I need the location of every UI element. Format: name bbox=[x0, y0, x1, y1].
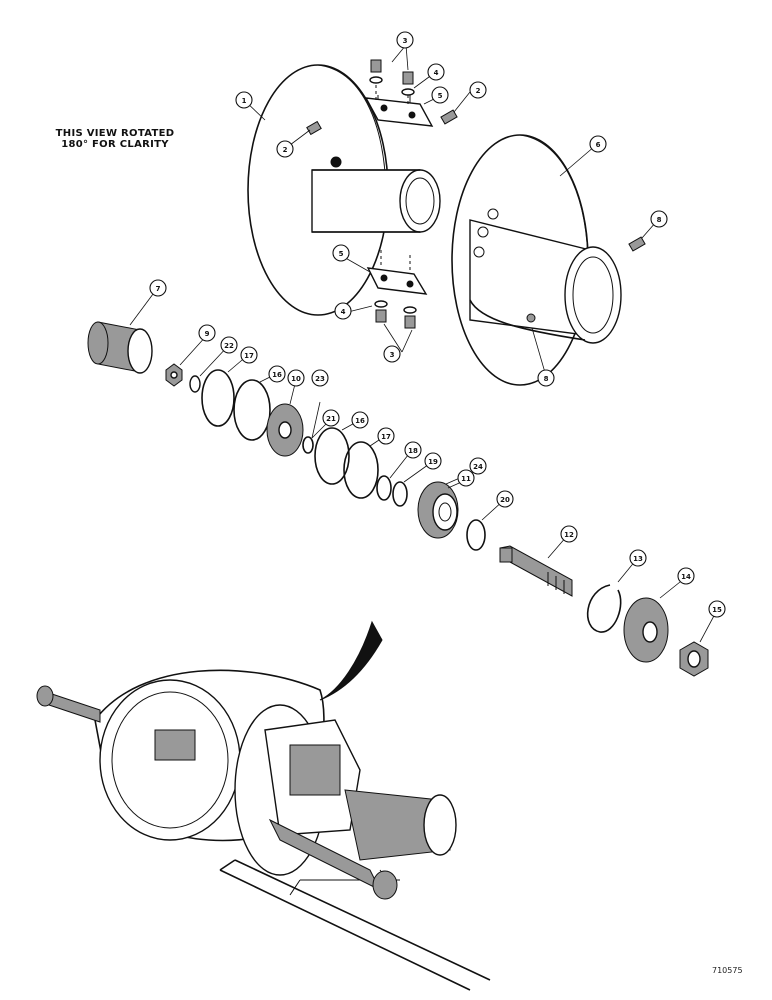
o-ring-17b bbox=[343, 441, 379, 499]
washer-14 bbox=[623, 597, 669, 663]
cylinder-11 bbox=[417, 481, 459, 539]
svg-text:9: 9 bbox=[205, 330, 210, 338]
key-plate-lower bbox=[366, 267, 428, 295]
svg-text:3: 3 bbox=[390, 351, 395, 359]
callout-5-bottom: 5 bbox=[332, 244, 350, 262]
callout-19: 19 bbox=[424, 452, 442, 470]
callout-17-b: 17 bbox=[377, 427, 395, 445]
o-ring-17a bbox=[201, 369, 235, 427]
svg-text:24: 24 bbox=[473, 463, 483, 471]
svg-text:16: 16 bbox=[355, 417, 365, 425]
grease-fitting-8 bbox=[628, 236, 646, 252]
svg-text:23: 23 bbox=[315, 375, 325, 383]
callout-5-top: 5 bbox=[431, 86, 449, 104]
svg-text:22: 22 bbox=[224, 342, 234, 350]
callout-4-bottom: 4 bbox=[334, 302, 352, 320]
svg-text:10: 10 bbox=[291, 375, 301, 383]
o-ring-19 bbox=[392, 481, 408, 507]
svg-text:4: 4 bbox=[341, 308, 346, 316]
svg-text:11: 11 bbox=[461, 475, 471, 483]
callout-23: 23 bbox=[311, 369, 329, 387]
callout-13: 13 bbox=[629, 549, 647, 567]
callout-11: 11 bbox=[457, 469, 475, 487]
callout-18: 18 bbox=[404, 441, 422, 459]
callout-4-top: 4 bbox=[427, 63, 445, 81]
callout-9: 9 bbox=[198, 324, 216, 342]
svg-text:5: 5 bbox=[438, 92, 443, 100]
callout-14: 14 bbox=[677, 567, 695, 585]
set-screw-left bbox=[306, 120, 322, 136]
svg-text:12: 12 bbox=[564, 531, 574, 539]
callout-10: 10 bbox=[287, 369, 305, 387]
nut-15 bbox=[679, 641, 709, 677]
o-ring-21 bbox=[302, 436, 314, 454]
pulley-half-6 bbox=[451, 134, 622, 386]
callout-17-a: 17 bbox=[240, 346, 258, 364]
svg-text:20: 20 bbox=[500, 496, 510, 504]
svg-text:17: 17 bbox=[381, 433, 391, 441]
note-line-1: THIS VIEW ROTATED bbox=[55, 128, 175, 139]
washer-22 bbox=[189, 375, 201, 393]
svg-text:5: 5 bbox=[339, 250, 344, 258]
callout-3-bottom: 3 bbox=[383, 345, 401, 363]
svg-text:17: 17 bbox=[244, 352, 254, 360]
set-screw-right bbox=[440, 109, 458, 125]
svg-text:1: 1 bbox=[242, 97, 247, 105]
svg-text:8: 8 bbox=[544, 375, 549, 383]
view-rotated-note: THIS VIEW ROTATED 180° FOR CLARITY bbox=[40, 128, 190, 150]
svg-text:15: 15 bbox=[712, 606, 722, 614]
svg-text:8: 8 bbox=[657, 216, 662, 224]
svg-text:6: 6 bbox=[596, 141, 601, 149]
snap-ring-13 bbox=[586, 584, 622, 633]
key-plate-upper bbox=[364, 97, 434, 127]
callout-8-fitting: 8 bbox=[650, 210, 668, 228]
svg-text:16: 16 bbox=[272, 371, 282, 379]
o-ring-16a bbox=[233, 379, 271, 441]
svg-text:4: 4 bbox=[434, 69, 439, 77]
svg-text:14: 14 bbox=[681, 573, 691, 581]
svg-text:19: 19 bbox=[428, 458, 438, 466]
callout-1: 1 bbox=[235, 91, 253, 109]
svg-text:13: 13 bbox=[633, 555, 643, 563]
callout-3-top: 3 bbox=[396, 31, 414, 49]
svg-text:18: 18 bbox=[408, 447, 418, 455]
callout-15: 15 bbox=[708, 600, 726, 618]
callout-16-b: 16 bbox=[351, 411, 369, 429]
callout-16-a: 16 bbox=[268, 365, 286, 383]
callout-2-left: 2 bbox=[276, 140, 294, 158]
callout-7: 7 bbox=[149, 279, 167, 297]
leader-lines bbox=[129, 44, 717, 643]
svg-text:2: 2 bbox=[283, 146, 288, 154]
capscrews-top bbox=[369, 59, 415, 96]
callout-21: 21 bbox=[322, 409, 340, 427]
drive-assembly-inset bbox=[36, 620, 491, 991]
callout-12: 12 bbox=[560, 525, 578, 543]
o-ring-16b bbox=[314, 427, 350, 485]
capscrews-bottom bbox=[374, 300, 417, 329]
seal-20 bbox=[466, 519, 486, 551]
bushing-7 bbox=[87, 321, 153, 374]
svg-text:7: 7 bbox=[156, 285, 161, 293]
svg-text:2: 2 bbox=[476, 87, 481, 95]
note-line-2: 180° FOR CLARITY bbox=[61, 139, 169, 150]
callout-20: 20 bbox=[496, 490, 514, 508]
piston-10 bbox=[266, 403, 304, 457]
callout-24: 24 bbox=[469, 457, 487, 475]
pulley-half-1 bbox=[247, 64, 441, 316]
shaft-12 bbox=[499, 545, 573, 597]
figure-number: 710575 bbox=[712, 966, 743, 975]
nut-9 bbox=[165, 363, 183, 387]
callout-6: 6 bbox=[589, 135, 607, 153]
svg-text:21: 21 bbox=[326, 415, 336, 423]
svg-text:3: 3 bbox=[403, 37, 408, 45]
callout-22: 22 bbox=[220, 336, 238, 354]
o-ring-18 bbox=[376, 475, 392, 501]
callout-2-right: 2 bbox=[469, 81, 487, 99]
callout-8-hub: 8 bbox=[537, 369, 555, 387]
